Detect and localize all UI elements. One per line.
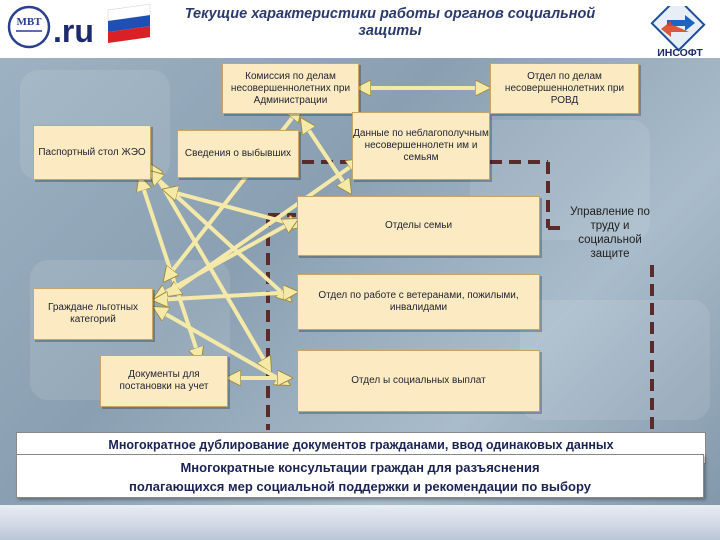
insoft-logo: ИНСОФТ [650, 6, 706, 58]
footer-band [0, 505, 720, 540]
box-departed-info: Сведения о выбывших [177, 130, 299, 178]
box-passport-office: Паспортный стол ЖЭО [33, 125, 151, 180]
consultation-line-1: Многократные консультации граждан для ра… [180, 460, 540, 475]
box-text: Отдел по делам несовершеннолетних при РО… [504, 70, 625, 106]
arrow-link [302, 120, 350, 192]
box-text: Граждане льготных категорий [47, 302, 139, 325]
box-text: Комиссия по делам несовершеннолетних при… [230, 70, 351, 106]
arrow-link [155, 292, 296, 300]
labor-social-protection-label: Управление по труду и социальной защите [570, 206, 650, 260]
problem-statements: Многократное дублирование документов гра… [16, 432, 706, 498]
consultation-line-2: полагающихся мер социальной поддержки и … [129, 479, 591, 494]
box-dysfunctional-families-data: Данные по неблагополучным несовершенноле… [352, 112, 490, 180]
box-veterans-department: Отдел по работе с ветеранами, пожилыми, … [297, 274, 540, 330]
box-text: Документы для постановки на учет [119, 369, 209, 392]
consultation-statement: Многократные консультации граждан для ра… [16, 454, 704, 498]
mvt-ru-logo: МВТ .ru [7, 4, 151, 49]
box-registration-documents: Документы для постановки на учет [100, 355, 228, 407]
box-commission-minors: Комиссия по делам несовершеннолетних при… [222, 63, 359, 114]
box-social-payments-department: Отдел ы социальных выплат [297, 350, 540, 412]
background-key-shape [520, 300, 710, 420]
box-family-departments: Отделы семьи [297, 196, 540, 256]
box-text: Отделы семьи [384, 220, 453, 231]
box-text: Отдел по работе с ветеранами, пожилыми, … [318, 290, 519, 313]
logo-ru-text: .ru [53, 13, 94, 49]
box-text: Данные по неблагополучным несовершенноле… [353, 128, 489, 163]
box-text: Сведения о выбывших [184, 148, 292, 159]
logo-insoft-text: ИНСОФТ [657, 47, 703, 58]
logo-emblem-text: МВТ [17, 16, 43, 28]
box-text: Паспортный стол ЖЭО [38, 146, 146, 158]
box-text: Отдел ы социальных выплат [351, 375, 486, 386]
box-privileged-citizens: Граждане льготных категорий [33, 288, 153, 340]
page-title: Текущие характеристики работы органов со… [184, 6, 596, 39]
box-minors-dept-rovd: Отдел по делам несовершеннолетних при РО… [490, 63, 639, 114]
